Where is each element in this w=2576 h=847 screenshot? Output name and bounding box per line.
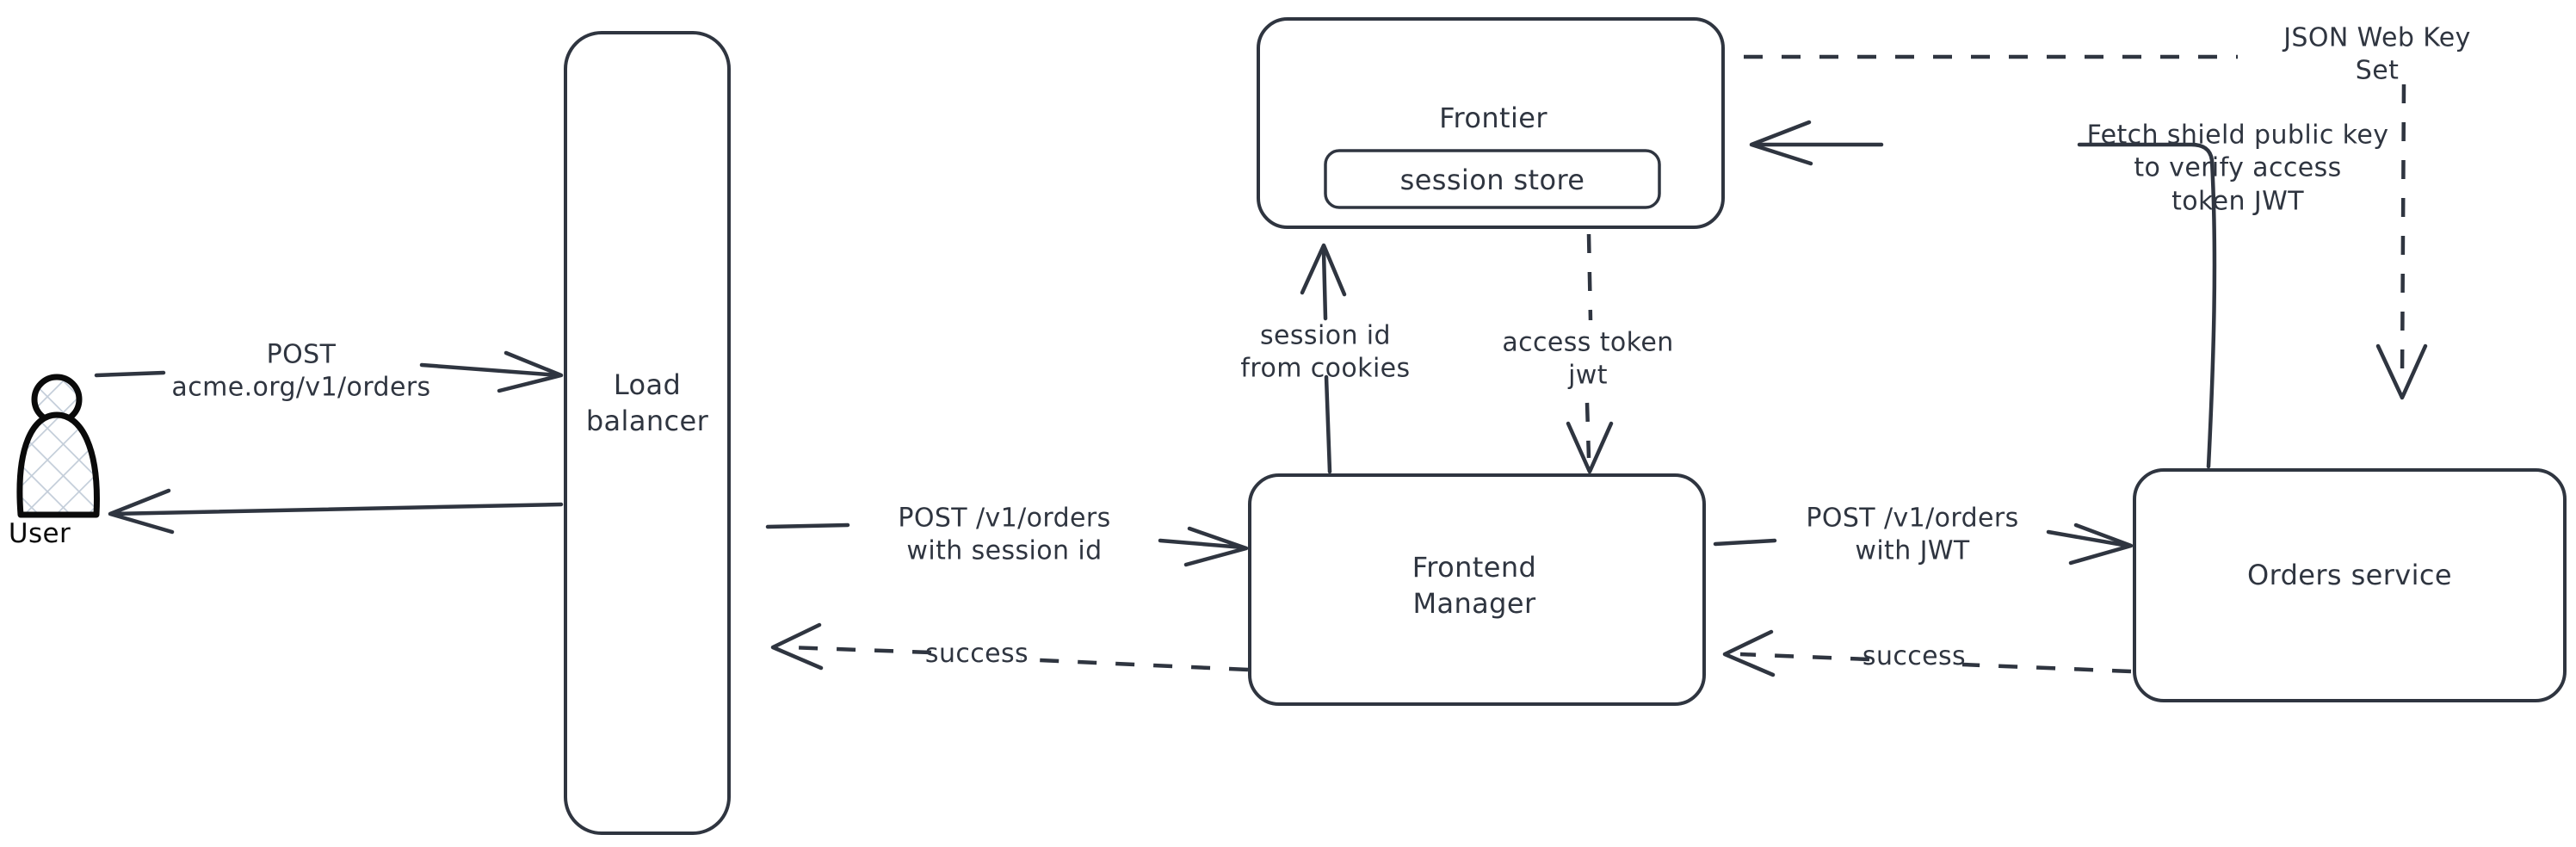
- edge-frontend-manager-to-frontier: [1300, 243, 1347, 474]
- edge-orders-service-to-frontier: [1749, 120, 2217, 469]
- edge-load-balancer-to-user: [108, 488, 564, 535]
- edge-frontend-manager-to-load-balancer: [770, 622, 1249, 672]
- edge-frontier-to-frontend-manager: [1566, 233, 1614, 474]
- edge-frontend-manager-to-orders-service: [1713, 522, 2134, 566]
- node-frontend-manager[interactable]: [1248, 473, 1706, 706]
- node-load-balancer[interactable]: [564, 31, 731, 835]
- node-orders-service[interactable]: [2133, 468, 2567, 702]
- edge-frontier-to-orders-service-jwks: [1744, 54, 2428, 400]
- edge-user-to-load-balancer: [94, 350, 564, 393]
- node-user[interactable]: [16, 374, 100, 518]
- edge-orders-service-to-frontend-manager: [1722, 629, 2132, 677]
- edge-load-balancer-to-frontend-manager: [765, 522, 1249, 567]
- node-session-store[interactable]: [1324, 149, 1661, 209]
